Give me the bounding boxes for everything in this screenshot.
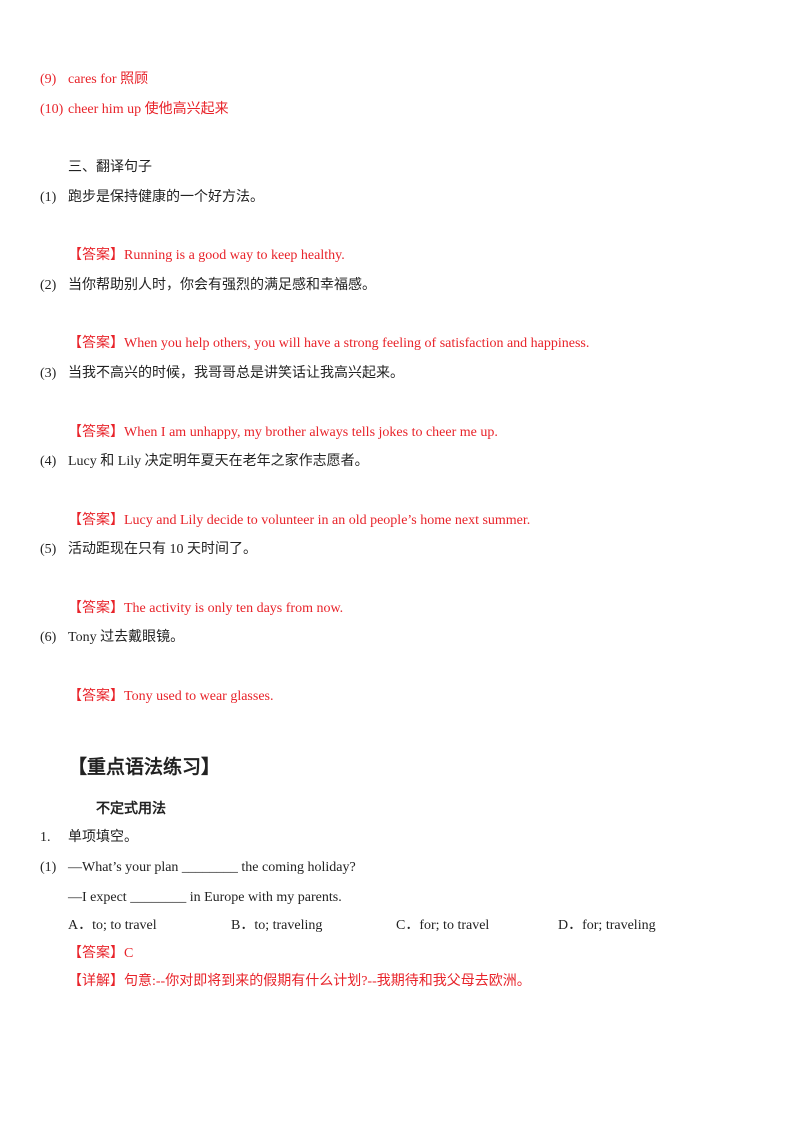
answer-line: 【答案】Tony used to wear glasses. (68, 688, 274, 706)
exercise-title-text: 单项填空。 (68, 830, 138, 845)
vocab-number: (10) (40, 102, 64, 117)
question-text: 当我不高兴的时候，我哥哥总是讲笑话让我高兴起来。 (68, 366, 404, 381)
answer-line: 【答案】The activity is only ten days from n… (68, 600, 343, 618)
grammar-subheading: 不定式用法 (96, 801, 166, 817)
question-item: (5) 活动距现在只有 10 天时间了。 (40, 541, 257, 559)
option-a: A．to; to travel (68, 918, 157, 933)
answer-line: 【答案】When I am unhappy, my brother always… (68, 424, 498, 442)
answer-line: 【答案】C (68, 945, 133, 963)
question-number: (1) (40, 190, 57, 205)
question-item: (6) Tony 过去戴眼镜。 (40, 629, 184, 647)
vocab-number: (9) (40, 72, 57, 87)
vocab-text: cares for 照顾 (68, 72, 149, 87)
answer-text: C (124, 946, 134, 961)
option-b: B．to; traveling (231, 918, 323, 933)
exercise-question: (1) —What’s your plan ________ the coming… (40, 859, 356, 877)
answer-label: 【答案】 (68, 248, 124, 263)
answer-text: When you help others, you will have a st… (124, 336, 590, 351)
answer-text: The activity is only ten days from now. (124, 601, 344, 616)
answer-line: 【答案】Lucy and Lily decide to volunteer in… (68, 512, 530, 530)
grammar-heading: 【重点语法练习】 (68, 756, 221, 778)
answer-label: 【答案】 (68, 946, 124, 961)
exercise-number: 1. (40, 830, 51, 845)
question-text: Tony 过去戴眼镜。 (68, 630, 185, 645)
detail-label: 【详解】 (68, 974, 124, 989)
option-c: C．for; to travel (396, 918, 490, 933)
detail-line: 【详解】句意:--你对即将到来的假期有什么计划?--我期待和我父母去欧洲。 (68, 973, 531, 991)
question-item: (4) Lucy 和 Lily 决定明年夏天在老年之家作志愿者。 (40, 453, 369, 471)
answer-text: When I am unhappy, my brother always tel… (124, 425, 498, 440)
answer-label: 【答案】 (68, 689, 124, 704)
vocab-item: (10) cheer him up 使他高兴起来 (40, 101, 229, 119)
question-item: (2) 当你帮助别人时，你会有强烈的满足感和幸福感。 (40, 277, 376, 295)
question-text: 当你帮助别人时，你会有强烈的满足感和幸福感。 (68, 278, 376, 293)
question-line-2: —I expect ________ in Europe with my par… (68, 890, 342, 905)
question-number: (2) (40, 278, 57, 293)
answer-text: Lucy and Lily decide to volunteer in an … (124, 513, 531, 528)
section-title: 三、翻译句子 (68, 160, 152, 175)
answer-text: Tony used to wear glasses. (124, 689, 274, 704)
answer-text: Running is a good way to keep healthy. (124, 248, 345, 263)
answer-label: 【答案】 (68, 513, 124, 528)
question-item: (1) 跑步是保持健康的一个好方法。 (40, 189, 264, 207)
exercise-title: 1. 单项填空。 (40, 829, 138, 847)
question-text: 活动距现在只有 10 天时间了。 (68, 542, 257, 557)
question-number: (6) (40, 630, 57, 645)
answer-line: 【答案】When you help others, you will have … (68, 335, 589, 353)
question-text: 跑步是保持健康的一个好方法。 (68, 190, 264, 205)
question-number: (4) (40, 454, 57, 469)
question-number: (5) (40, 542, 57, 557)
question-text: Lucy 和 Lily 决定明年夏天在老年之家作志愿者。 (68, 454, 369, 469)
answer-line: 【答案】Running is a good way to keep health… (68, 247, 345, 265)
answer-label: 【答案】 (68, 601, 124, 616)
answer-label: 【答案】 (68, 336, 124, 351)
vocab-text: cheer him up 使他高兴起来 (68, 102, 229, 117)
vocab-item: (9) cares for 照顾 (40, 71, 148, 89)
question-number: (3) (40, 366, 57, 381)
question-number: (1) (40, 860, 57, 875)
question-line-1: —What’s your plan ________ the coming ho… (68, 860, 356, 875)
question-item: (3) 当我不高兴的时候，我哥哥总是讲笑话让我高兴起来。 (40, 365, 404, 383)
answer-label: 【答案】 (68, 425, 124, 440)
option-d: D．for; traveling (558, 918, 656, 933)
detail-text: 句意:--你对即将到来的假期有什么计划?--我期待和我父母去欧洲。 (124, 974, 531, 989)
